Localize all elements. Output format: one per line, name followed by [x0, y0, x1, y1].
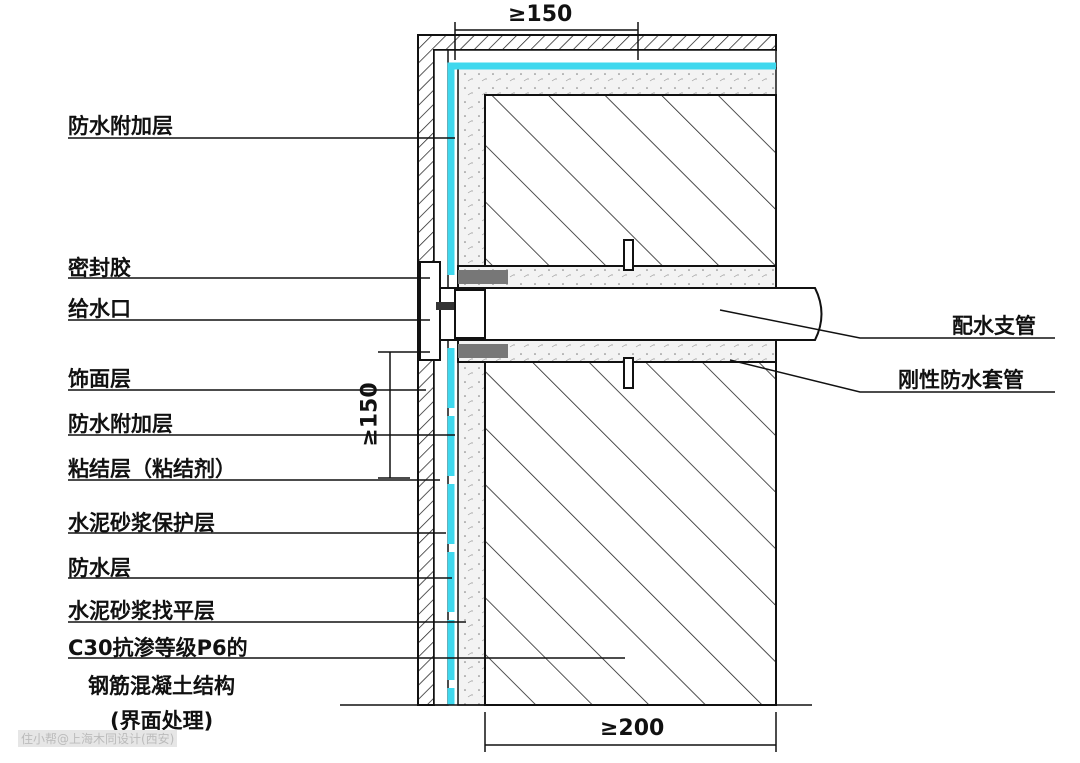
label-concrete-structure: 钢筋混凝土结构	[88, 674, 235, 698]
label-water-outlet: 给水口	[68, 297, 131, 321]
concrete-structure	[484, 94, 777, 706]
dimension-top: ≥150	[508, 2, 573, 27]
dimension-bottom: ≥200	[600, 716, 665, 741]
dimension-side: ≥150	[357, 382, 383, 447]
label-mortar-leveling: 水泥砂浆找平层	[68, 599, 215, 623]
label-additional-waterproof-top: 防水附加层	[68, 114, 173, 138]
label-mortar-protection: 水泥砂浆保护层	[68, 511, 215, 535]
label-distribution-pipe: 配水支管	[952, 314, 1036, 338]
label-interface-treatment: (界面处理)	[110, 709, 214, 733]
label-waterproof-layer: 防水层	[68, 556, 131, 580]
watermark: 住小帮@上海木同设计(西安)	[18, 730, 178, 747]
label-sealant: 密封胶	[68, 256, 131, 280]
label-concrete-grade: C30抗渗等级P6的	[68, 636, 248, 660]
waterproof-layer	[447, 62, 776, 275]
water-pipe	[439, 287, 823, 341]
label-finish-layer: 饰面层	[68, 367, 131, 391]
label-additional-waterproof: 防水附加层	[68, 412, 173, 436]
label-rigid-sleeve: 刚性防水套管	[898, 368, 1024, 392]
label-bonding-layer: 粘结层（粘结剂）	[68, 457, 236, 481]
